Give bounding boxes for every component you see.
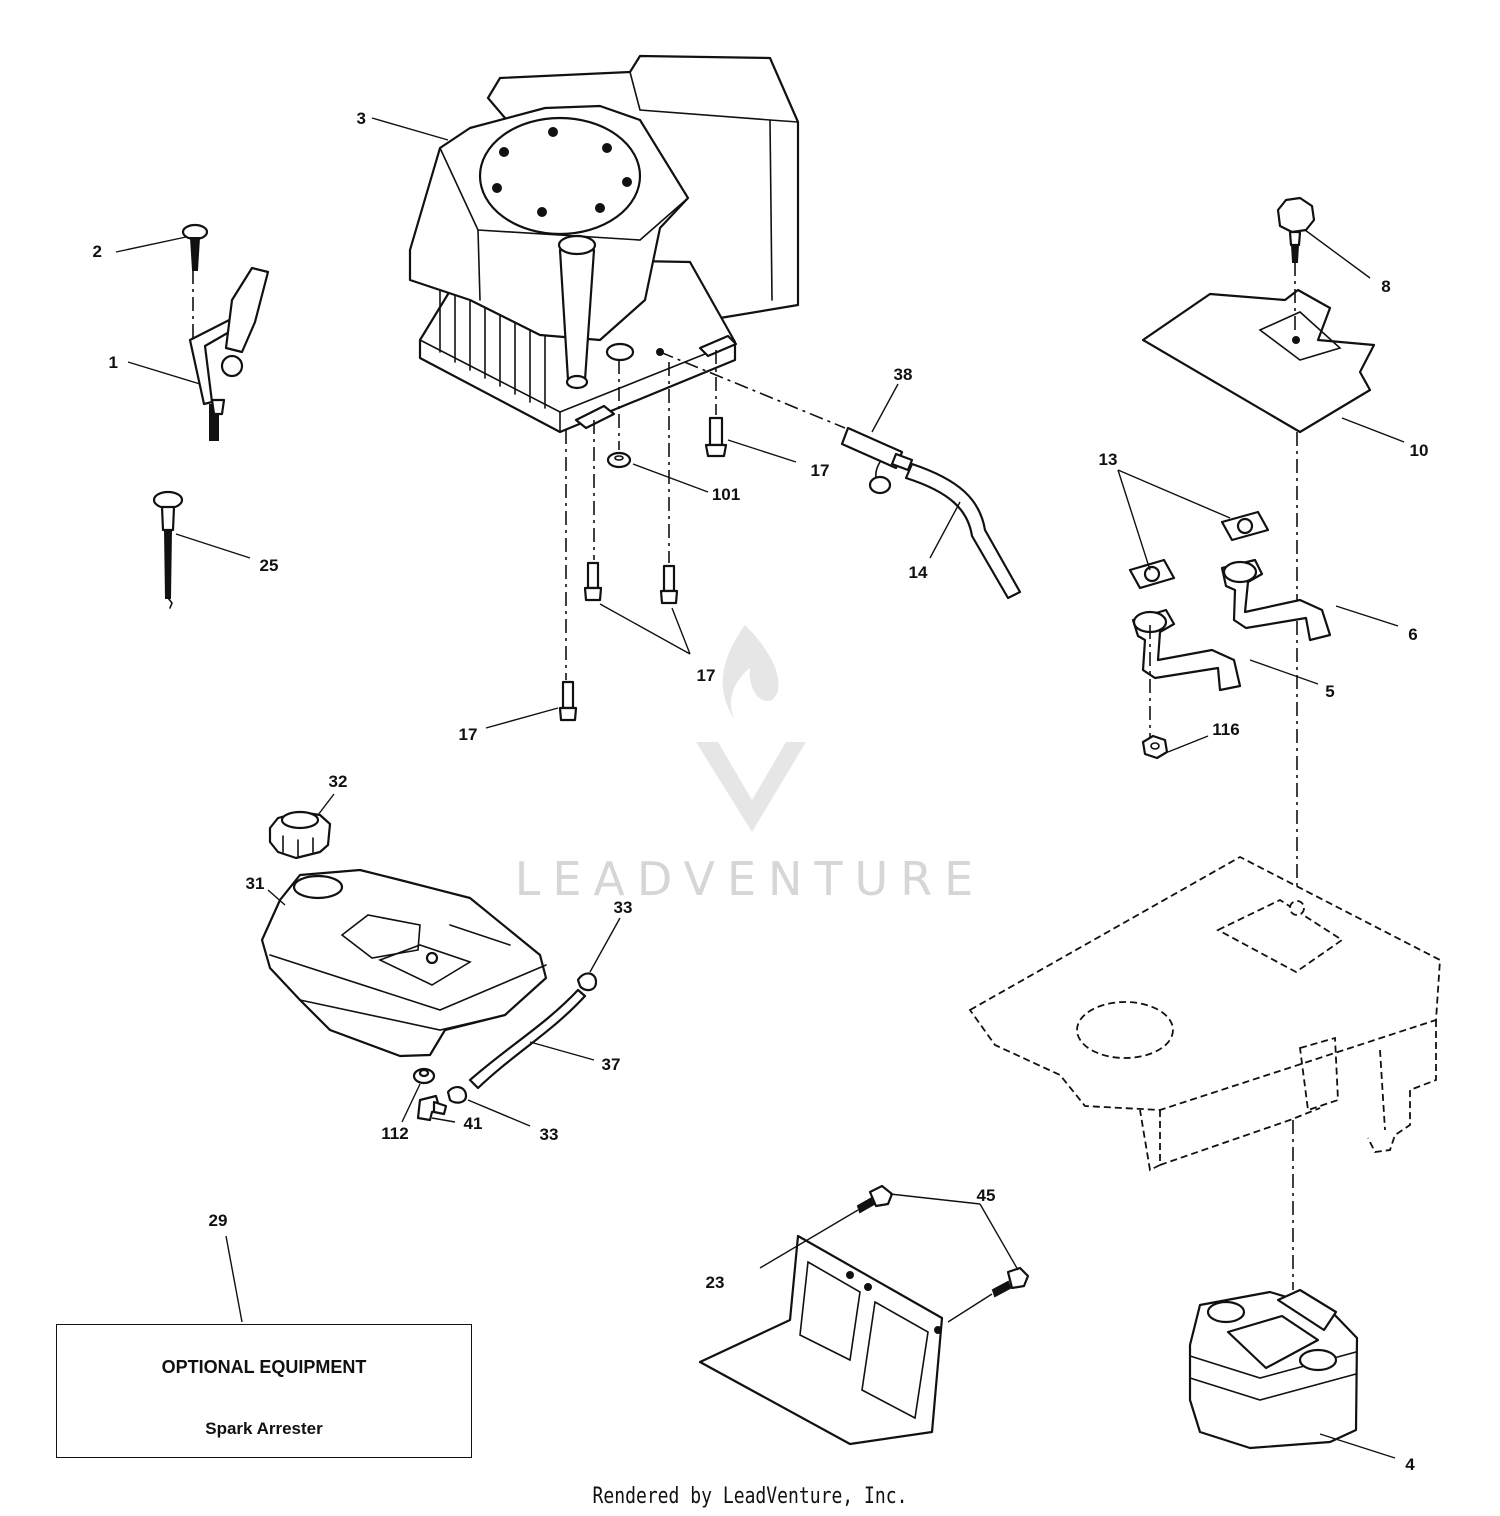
bolt-part: [558, 416, 728, 722]
fuel-cap-part: [268, 810, 332, 860]
callout-116: 116: [1212, 720, 1239, 739]
callout-23: 23: [706, 1273, 725, 1292]
callout-37: 37: [602, 1055, 621, 1074]
callout-29: 29: [209, 1211, 228, 1230]
callout-17-middle: 17: [697, 666, 716, 685]
callout-17-bottom: 17: [459, 725, 478, 744]
frame-part: [968, 855, 1441, 1172]
drain-tube-part: [904, 462, 1022, 600]
callout-31: 31: [246, 874, 265, 893]
lock-nut-part: [1141, 734, 1169, 760]
callout-1: 1: [109, 353, 118, 372]
footer-credit: Rendered by LeadVenture, Inc.: [592, 1484, 908, 1509]
callout-4: 4: [1405, 1455, 1415, 1474]
grommet-part: [412, 1067, 436, 1085]
exhaust-pipe-part: [1131, 558, 1332, 692]
drain-valve-part: [840, 426, 914, 495]
heat-shield-part: [1141, 288, 1376, 434]
clamp-part: [446, 972, 598, 1104]
knob-part: [1276, 196, 1316, 263]
muffler-part: [1188, 1288, 1359, 1450]
callout-2: 2: [93, 242, 102, 261]
screw-part: [181, 223, 209, 271]
callout-38: 38: [894, 365, 913, 384]
watermark-logo-icon: [696, 625, 806, 832]
optional-equipment-title: OPTIONAL EQUIPMENT: [161, 1357, 367, 1377]
engine-part: [408, 54, 800, 434]
callout-8: 8: [1381, 277, 1390, 296]
callout-labels: 1 2 3 4 5 6 8 10 13 14 17 17 17 23 25 29: [93, 109, 1429, 1474]
bracket-part: [698, 1234, 944, 1446]
callout-6: 6: [1408, 625, 1417, 644]
callout-33-bottom: 33: [540, 1125, 559, 1144]
watermark-text: LEADVENTURE: [515, 852, 986, 906]
callout-5: 5: [1325, 682, 1334, 701]
fuel-tank-part: [260, 868, 548, 1058]
callout-17-top: 17: [811, 461, 830, 480]
callout-25: 25: [260, 556, 279, 575]
nut-part: [606, 451, 632, 469]
callout-45: 45: [977, 1186, 996, 1205]
callout-101: 101: [712, 485, 740, 504]
callout-112: 112: [381, 1124, 408, 1143]
optional-equipment-box: OPTIONAL EQUIPMENT Spark Arrester: [56, 1324, 472, 1458]
callout-32: 32: [329, 772, 348, 791]
fuel-valve-part: [416, 1094, 448, 1122]
fuel-line-part: [468, 988, 587, 1090]
callout-14: 14: [909, 563, 928, 582]
throttle-control-part: [188, 266, 270, 441]
watermark: LEADVENTURE: [515, 625, 986, 906]
screw-part: [856, 1184, 1030, 1298]
callout-10: 10: [1410, 441, 1429, 460]
callout-3: 3: [357, 109, 366, 128]
optional-equipment-item: Spark Arrester: [205, 1419, 323, 1438]
callout-13: 13: [1099, 450, 1118, 469]
choke-knob-part: [152, 490, 184, 609]
gasket-part: [1128, 510, 1270, 590]
callout-33-top: 33: [614, 898, 633, 917]
callout-41: 41: [464, 1114, 483, 1133]
